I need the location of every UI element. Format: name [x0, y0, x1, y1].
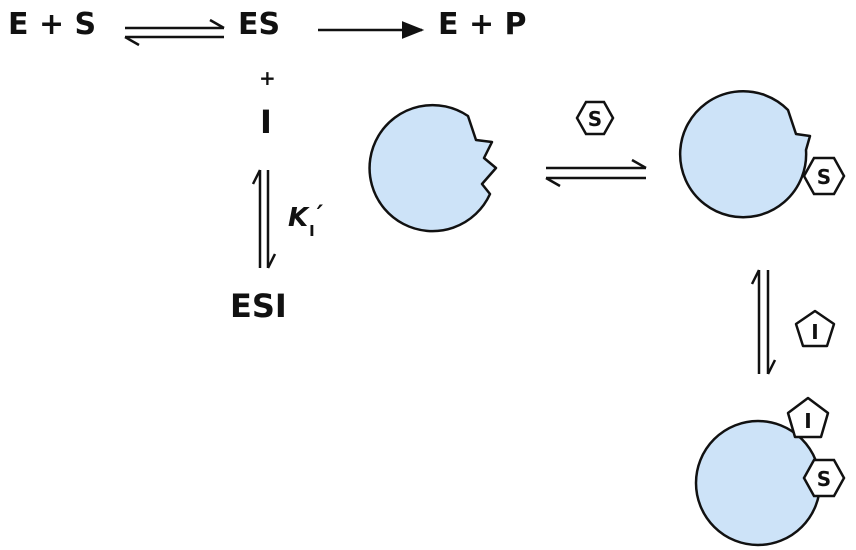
equilibrium-arrow-binding-s [545, 158, 647, 188]
complex-esi: ESI [230, 287, 287, 325]
substrate-s-icon: S [575, 100, 615, 136]
svg-text:I: I [811, 320, 818, 344]
svg-text:S: S [588, 107, 602, 131]
svg-text:S: S [817, 165, 831, 189]
enzyme-substrate-complex: S [678, 90, 846, 219]
enzyme-free [368, 103, 498, 233]
equilibrium-arrow-es [124, 18, 225, 47]
svg-text:S: S [817, 467, 831, 491]
plus-sign: + [259, 66, 276, 90]
products-e-plus-p: E + P [438, 7, 527, 42]
dissociation-constant-ki-prime: KI′ [288, 200, 324, 240]
inhibitor-i-icon: I [794, 309, 836, 348]
equilibrium-arrow-esi [251, 169, 277, 269]
enzyme-substrate-inhibitor-complex: I S [694, 396, 846, 547]
svg-text:I: I [804, 409, 811, 433]
inhibitor-i: I [260, 103, 272, 141]
equilibrium-arrow-binding-i [750, 269, 777, 375]
complex-es: ES [238, 7, 281, 42]
reactants-e-plus-s: E + S [8, 7, 97, 42]
